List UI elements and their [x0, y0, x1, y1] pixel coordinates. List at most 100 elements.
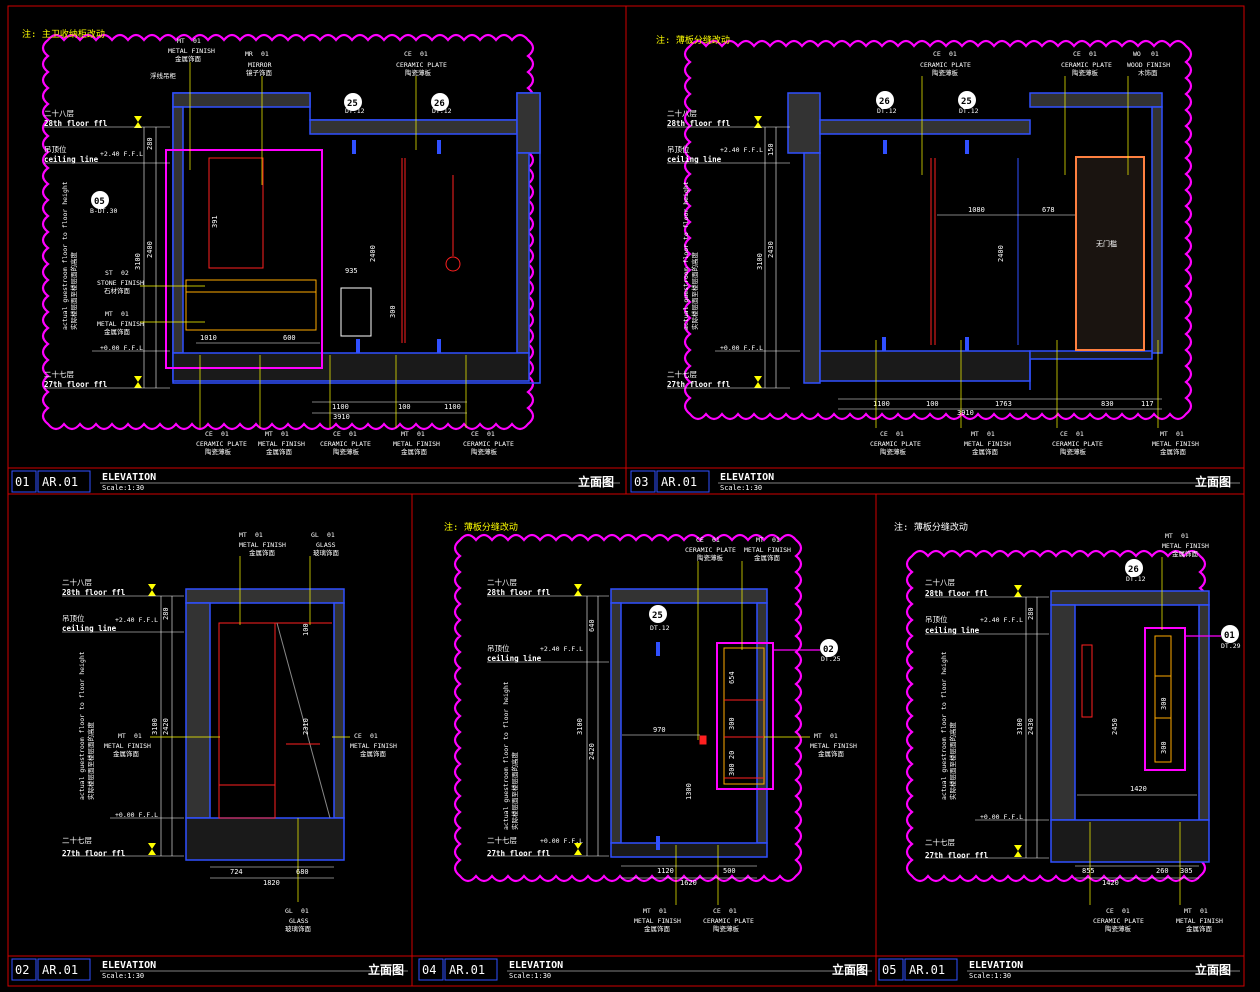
- svg-text:280: 280: [1027, 607, 1035, 620]
- svg-text:01: 01: [772, 536, 780, 544]
- svg-text:METAL FINISH: METAL FINISH: [97, 320, 144, 328]
- detail-marker-26[interactable]: 26 DT.12: [431, 93, 452, 115]
- svg-text:01: 01: [193, 37, 201, 45]
- callout-leaders: [1089, 557, 1181, 905]
- level-lines: [667, 126, 800, 389]
- level-lines: [487, 595, 609, 857]
- svg-text:25: 25: [652, 611, 663, 621]
- title-text: ELEVATION: [720, 472, 774, 483]
- svg-text:01: 01: [301, 907, 309, 915]
- svg-text:3910: 3910: [333, 413, 350, 421]
- detail-marker-01[interactable]: 01 DT.29: [1221, 625, 1241, 650]
- detail-marker-25[interactable]: 25 DT.12: [958, 91, 979, 115]
- svg-text:CE: CE: [696, 536, 704, 544]
- title-number: 04: [422, 963, 436, 977]
- level-lines: [925, 596, 1049, 859]
- callout-leaders: [150, 556, 350, 902]
- svg-text:CERAMIC PLATE: CERAMIC PLATE: [320, 440, 371, 448]
- svg-text:01: 01: [987, 430, 995, 438]
- dims-h: 1100 100 1763 830 117 3910 1080 678: [873, 206, 1154, 417]
- svg-text:B-DT.30: B-DT.30: [90, 207, 117, 215]
- svg-text:2420: 2420: [588, 743, 596, 760]
- svg-text:金属饰面: 金属饰面: [1186, 924, 1213, 933]
- svg-text:300: 300: [1160, 697, 1168, 710]
- dims: 1420 855 260 305 1420 280 3100 2430 2450…: [1016, 607, 1193, 887]
- bottom-leaders: [875, 340, 1159, 428]
- svg-text:100: 100: [398, 403, 411, 411]
- svg-text:2400: 2400: [369, 245, 377, 262]
- svg-text:02: 02: [121, 269, 129, 277]
- title-cn: 立面图: [832, 962, 868, 977]
- svg-text:MT: MT: [1160, 430, 1168, 438]
- svg-text:01: 01: [370, 732, 378, 740]
- svg-text:实际楼层面至楼层面的高度: 实际楼层面至楼层面的高度: [86, 722, 95, 801]
- vertical-note-en: actual guestroom floor to floor height: [61, 181, 69, 330]
- callout-leaders: [140, 62, 417, 323]
- svg-text:2310: 2310: [302, 718, 310, 735]
- detail-marker-02[interactable]: 02 DT.25: [820, 639, 841, 663]
- svg-text:actual guestroom floor to floo: actual guestroom floor to floor height: [682, 181, 690, 330]
- dim-lines: [196, 342, 467, 414]
- svg-text:二十七层: 二十七层: [62, 835, 92, 845]
- svg-text:二十七层: 二十七层: [667, 369, 697, 379]
- title-text: ELEVATION: [509, 960, 563, 971]
- dims-v: 150 2430 3100 2400: [756, 143, 1005, 270]
- svg-text:970: 970: [653, 726, 666, 734]
- svg-text:1120: 1120: [657, 867, 674, 875]
- svg-text:DT.12: DT.12: [1126, 575, 1146, 583]
- svg-text:26: 26: [1128, 565, 1139, 575]
- title-text: ELEVATION: [969, 960, 1023, 971]
- wall-section: [787, 92, 1163, 390]
- svg-text:金属饰面: 金属饰面: [754, 553, 781, 562]
- panel-01: 注: 主卫收纳柜改动: [11, 28, 620, 493]
- svg-text:1080: 1080: [968, 206, 985, 214]
- svg-text:01: 01: [1176, 430, 1184, 438]
- svg-text:+0.00 F.F.L: +0.00 F.F.L: [540, 837, 583, 845]
- detail-marker-26[interactable]: 26 DT.12: [1125, 559, 1146, 583]
- svg-text:01: 01: [1200, 907, 1208, 915]
- svg-text:654: 654: [728, 671, 736, 684]
- svg-text:1763: 1763: [995, 400, 1012, 408]
- title-ref: AR.01: [909, 963, 945, 977]
- svg-text:MT: MT: [756, 536, 764, 544]
- title-text: ELEVATION: [102, 960, 156, 971]
- svg-text:METAL FINISH: METAL FINISH: [810, 742, 857, 750]
- detail-marker-25[interactable]: 25 DT.12: [344, 93, 365, 115]
- svg-text:300 20: 300 20: [728, 751, 736, 776]
- level-28-cn: 二十八层: [44, 108, 74, 118]
- level-marks: 二十八层 28th floor ffl 吊顶位 ceiling line 二十七…: [487, 577, 583, 858]
- svg-text:3100: 3100: [576, 718, 584, 735]
- panel-05: 注: 薄板分缝改动 二十八层 28th floor ffl 吊顶位 ceilin…: [878, 521, 1241, 981]
- svg-text:CE: CE: [354, 732, 362, 740]
- svg-text:CE: CE: [471, 430, 479, 438]
- title-ref: AR.01: [449, 963, 485, 977]
- detail-marker-05[interactable]: 05 B-DT.30: [90, 191, 117, 215]
- svg-text:镜子饰面: 镜子饰面: [246, 68, 273, 77]
- svg-text:28th floor ffl: 28th floor ffl: [925, 589, 988, 598]
- title-cn: 立面图: [368, 962, 404, 977]
- svg-text:CERAMIC PLATE: CERAMIC PLATE: [463, 440, 514, 448]
- title-cn: 立面图: [1195, 474, 1231, 489]
- detail-marker-26[interactable]: 26 DT.12: [876, 91, 897, 115]
- svg-text:01: 01: [261, 50, 269, 58]
- level-ceiling-en: ceiling line: [44, 155, 99, 164]
- detail-marker-25[interactable]: 25 DT.12: [649, 605, 670, 632]
- title-block-03: 03 AR.01 ELEVATION Scale:1:30 立面图: [630, 470, 1240, 493]
- svg-text:01: 01: [487, 430, 495, 438]
- svg-text:680: 680: [296, 868, 309, 876]
- svg-text:CE: CE: [1073, 50, 1081, 58]
- svg-text:MT: MT: [971, 430, 979, 438]
- svg-text:01: 01: [349, 430, 357, 438]
- svg-text:CE: CE: [1106, 907, 1114, 915]
